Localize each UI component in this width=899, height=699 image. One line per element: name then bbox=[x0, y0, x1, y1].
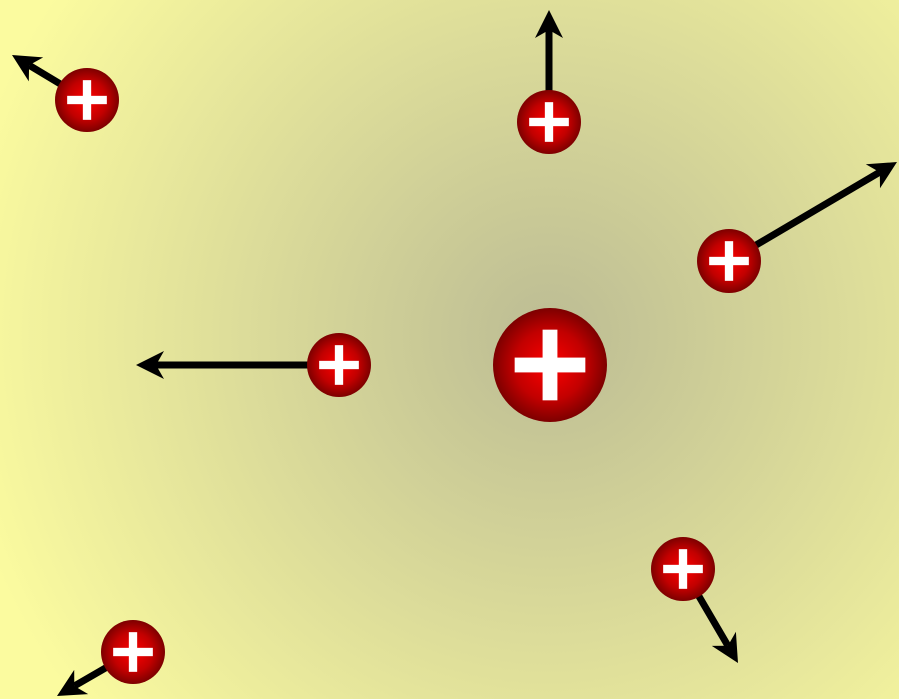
plus-sign-icon bbox=[709, 241, 749, 281]
arrow-head-icon bbox=[12, 55, 44, 82]
plus-vertical-bar bbox=[542, 329, 558, 401]
plus-vertical-bar bbox=[334, 345, 344, 385]
plus-sign-icon bbox=[113, 632, 153, 672]
source-charge bbox=[493, 308, 607, 422]
test-charge bbox=[517, 90, 581, 154]
plus-sign-icon bbox=[67, 80, 107, 120]
test-charge bbox=[697, 229, 761, 293]
arrow-head-icon bbox=[535, 10, 563, 38]
plus-sign-icon bbox=[663, 549, 703, 589]
plus-sign-icon bbox=[514, 329, 586, 401]
test-charge bbox=[101, 620, 165, 684]
plus-vertical-bar bbox=[724, 241, 734, 281]
test-charge bbox=[651, 537, 715, 601]
arrow-head-icon bbox=[711, 631, 738, 663]
plus-vertical-bar bbox=[82, 80, 92, 120]
test-charge bbox=[55, 68, 119, 132]
plus-sign-icon bbox=[529, 102, 569, 142]
arrow-head-icon bbox=[865, 162, 897, 189]
plus-vertical-bar bbox=[544, 102, 554, 142]
plus-vertical-bar bbox=[128, 632, 138, 672]
plus-vertical-bar bbox=[678, 549, 688, 589]
charges bbox=[55, 68, 761, 684]
arrow-head-icon bbox=[57, 669, 89, 696]
plus-sign-icon bbox=[319, 345, 359, 385]
test-charge bbox=[307, 333, 371, 397]
arrow-head-icon bbox=[136, 351, 164, 379]
